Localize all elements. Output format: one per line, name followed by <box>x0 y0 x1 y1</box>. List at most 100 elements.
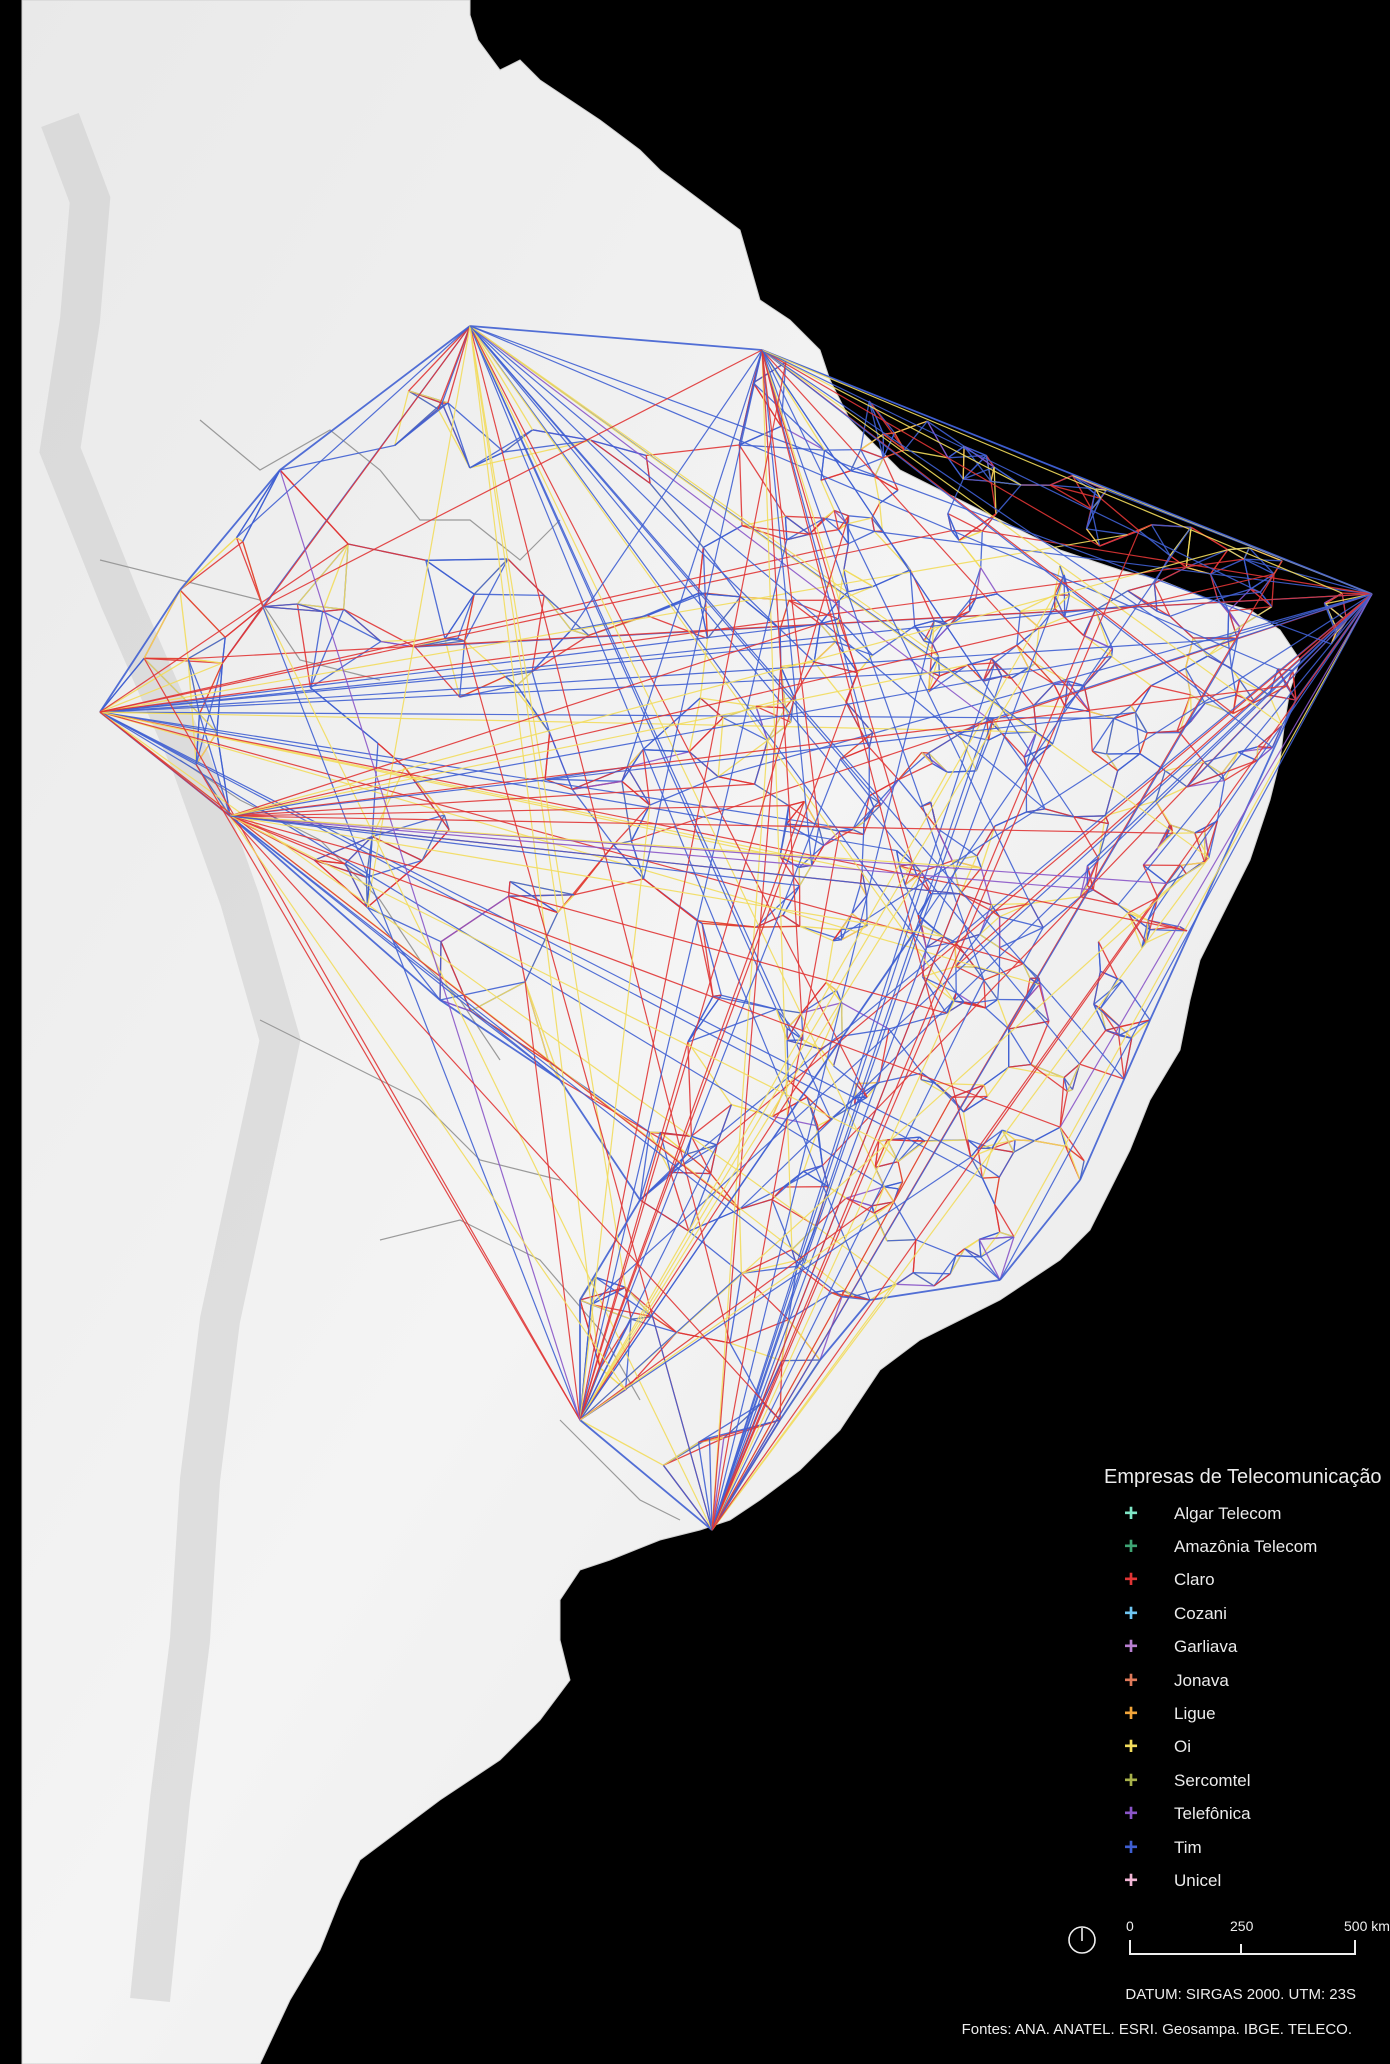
network-link <box>975 739 990 772</box>
network-link <box>799 925 841 931</box>
network-link <box>955 992 973 1004</box>
network-link <box>195 732 218 765</box>
network-link <box>955 953 966 967</box>
network-link <box>827 1186 847 1199</box>
network-link <box>761 349 1283 726</box>
network-link <box>897 779 922 808</box>
network-link <box>1072 474 1102 499</box>
network-link <box>473 558 509 595</box>
network-link <box>1097 941 1102 972</box>
network-link <box>959 733 989 741</box>
sources-note: Fontes: ANA. ANATEL. ESRI. Geosampa. IBG… <box>961 2021 1352 2038</box>
network-link <box>761 349 1270 696</box>
scale-label-250: 250 <box>1230 1918 1254 1934</box>
network-link <box>188 658 223 664</box>
network-link <box>651 1316 713 1531</box>
network-link <box>1066 1063 1081 1092</box>
network-link <box>761 349 803 1014</box>
network-link <box>841 1002 890 1030</box>
network-link <box>646 444 740 457</box>
network-link <box>806 1096 819 1131</box>
network-link <box>839 758 870 797</box>
network-link <box>788 599 821 625</box>
network-link <box>631 1316 653 1320</box>
network-link <box>626 349 763 768</box>
network-link <box>544 778 573 790</box>
network-link <box>524 981 550 1063</box>
network-link <box>262 605 323 613</box>
network-link <box>469 325 868 1098</box>
network-link <box>99 638 1238 713</box>
legend-label: Telefônica <box>1174 1804 1251 1824</box>
telecom-network-lines <box>99 325 1373 1531</box>
network-link <box>895 1272 914 1285</box>
network-link <box>1169 555 1187 568</box>
legend-label: Claro <box>1174 1570 1215 1590</box>
network-link <box>846 523 875 533</box>
network-link <box>784 516 788 540</box>
network-link <box>469 325 559 913</box>
network-link <box>143 589 181 659</box>
network-link <box>296 603 312 688</box>
network-link <box>469 325 955 1002</box>
network-link <box>711 1437 725 1531</box>
network-link <box>837 529 849 545</box>
network-link <box>99 711 781 858</box>
network-link <box>1019 611 1040 629</box>
network-link <box>296 543 349 605</box>
network-link <box>1063 1077 1073 1090</box>
network-link <box>691 1135 718 1146</box>
network-link <box>1243 558 1275 575</box>
network-link <box>1079 1029 1107 1065</box>
network-link <box>229 815 961 895</box>
network-link <box>887 1139 926 1143</box>
network-link <box>871 517 876 532</box>
network-link <box>404 766 450 831</box>
network-link <box>1066 680 1091 712</box>
network-link <box>968 597 977 612</box>
network-link <box>573 878 644 896</box>
network-link <box>509 880 559 914</box>
network-link <box>516 671 533 687</box>
network-link <box>322 608 344 613</box>
network-link <box>831 1290 844 1294</box>
network-link <box>878 1140 899 1163</box>
legend-label: Oi <box>1174 1737 1191 1757</box>
network-link <box>1029 903 1044 928</box>
network-link <box>1099 980 1123 1009</box>
network-link <box>572 780 623 790</box>
network-link <box>1063 1077 1069 1092</box>
network-link <box>912 1272 935 1287</box>
network-link <box>1095 590 1129 611</box>
network-link <box>236 537 244 543</box>
network-link <box>913 1272 951 1275</box>
network-link <box>1256 746 1259 761</box>
network-link <box>1104 770 1119 816</box>
legend-swatch-icon: + <box>1124 1866 1139 1894</box>
network-link <box>739 1198 773 1210</box>
network-link <box>297 603 323 613</box>
network-link <box>970 1147 993 1158</box>
network-link <box>1186 772 1222 788</box>
legend-item: +Jonava <box>1104 1664 1382 1697</box>
network-link <box>963 1001 986 1009</box>
network-link <box>959 855 978 895</box>
network-link <box>980 867 992 905</box>
network-link <box>613 844 645 880</box>
network-link <box>1105 800 1156 817</box>
network-link <box>1237 746 1259 753</box>
network-link <box>1042 896 1081 929</box>
network-link <box>761 349 1373 595</box>
network-link <box>1228 610 1241 628</box>
network-link <box>579 594 1056 1421</box>
network-link <box>508 881 511 897</box>
network-link <box>779 855 812 866</box>
network-link <box>440 895 510 943</box>
network-link <box>143 658 581 1421</box>
network-link <box>236 325 471 539</box>
network-link <box>951 1095 988 1099</box>
network-link <box>1033 705 1038 733</box>
network-link <box>344 863 367 878</box>
network-link <box>977 593 1373 1149</box>
